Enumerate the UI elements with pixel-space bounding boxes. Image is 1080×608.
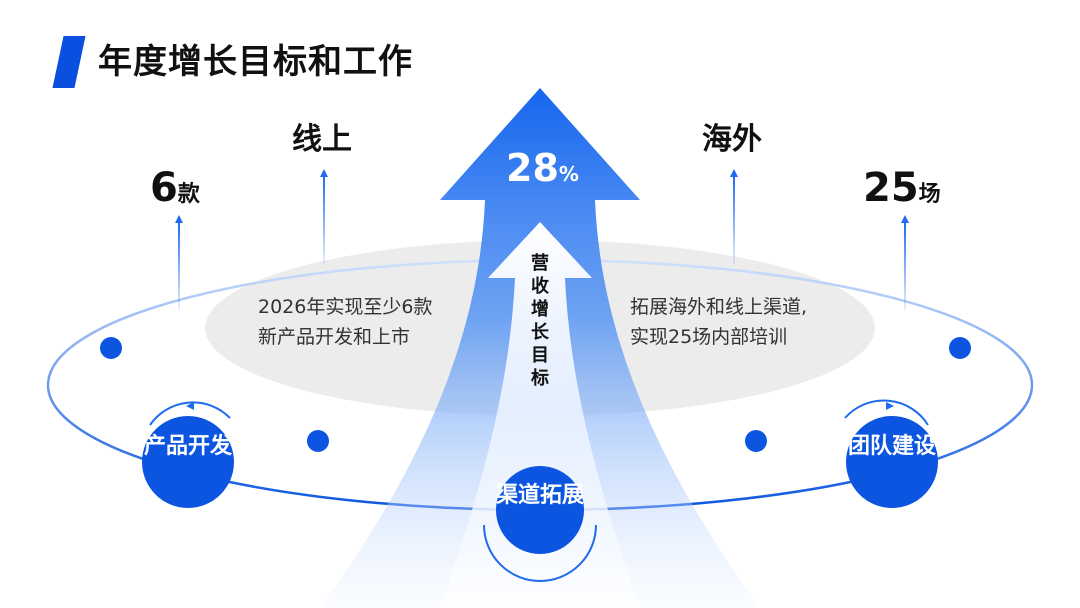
right-number-unit: 场 [918,182,941,207]
left-number: 6 [150,165,178,211]
left-number-group: 6款 [150,164,200,212]
inner-arrow [440,222,640,608]
feature-circles [142,416,938,554]
circle-rings [149,399,929,582]
left-label: 线上 [292,122,352,157]
circle-team-build: 团队建设 [847,434,936,459]
orbit-dots [100,337,971,452]
circle-channel-expand: 渠道拓展 [495,483,584,508]
right-number: 25 [863,165,919,211]
left-desc-line2: 新产品开发和上市 [258,326,411,348]
circle-product-dev: 产品开发 [143,434,232,459]
growth-percentage: 28% [506,145,579,191]
left-number-unit: 款 [177,182,200,207]
right-desc-line1: 拓展海外和线上渠道, [630,296,808,318]
right-desc-line2: 实现25场内部培训 [630,326,788,348]
right-label: 海外 [702,122,762,157]
revenue-goal-vertical-label: 营收增长目标 [531,253,549,389]
left-desc-line1: 2026年实现至少6款 [258,296,433,318]
right-number-group: 25场 [863,164,941,212]
growth-value: 28 [506,146,559,190]
left-description: 2026年实现至少6款 新产品开发和上市 [258,292,432,352]
right-description: 拓展海外和线上渠道, 实现25场内部培训 [630,292,807,352]
page-title: 年度增长目标和工作 [98,42,413,82]
growth-unit: % [558,162,579,186]
tick-arrows [175,169,909,310]
